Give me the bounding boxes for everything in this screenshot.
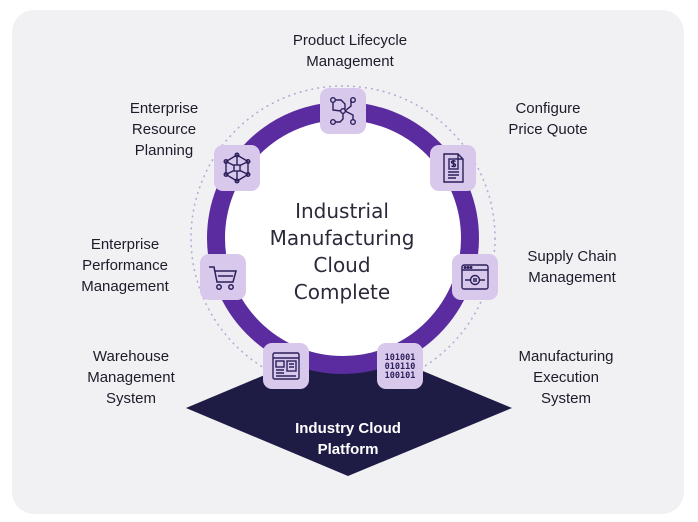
node-enterprise-resource-planning[interactable] [214, 145, 260, 191]
svg-text:101001: 101001 [385, 353, 416, 363]
center-title-line: Complete [293, 280, 391, 304]
node-warehouse-management-system[interactable] [263, 343, 309, 389]
svg-text:100101: 100101 [385, 371, 416, 381]
node-label-mes: Manufacturing Execution System [500, 346, 632, 409]
center-title-line: Industrial [295, 199, 389, 223]
node-manufacturing-execution-system[interactable]: 101001 010110 100101 [377, 343, 423, 389]
center-title-line: Manufacturing [269, 226, 415, 250]
node-supply-chain-management[interactable] [452, 254, 498, 300]
platform-label-line: Industry Cloud [295, 420, 401, 437]
binary-code-icon: 101001 010110 100101 [385, 353, 416, 381]
node-label-line: Manufacturing [518, 348, 614, 365]
node-label-erp: Enterprise Resource Planning [106, 98, 222, 161]
node-label-plm: Product Lifecycle Management [262, 30, 438, 72]
node-product-lifecycle-management[interactable] [320, 88, 366, 134]
node-label-line: Management [87, 369, 175, 386]
node-label-line: Price Quote [508, 121, 588, 138]
node-label-line: Management [81, 278, 169, 295]
network-hexagon-icon [223, 152, 251, 184]
node-label-line: Enterprise [90, 236, 160, 253]
center-title-line: Cloud [313, 253, 371, 277]
node-label-line: Execution [533, 369, 599, 386]
node-label-line: Management [528, 269, 616, 286]
node-label-line: Supply Chain [527, 248, 617, 265]
node-label-line: Resource [131, 121, 197, 138]
node-label-line: Enterprise [129, 100, 199, 117]
node-label-line: Planning [134, 142, 194, 159]
platform-label-line: Platform [317, 441, 379, 458]
node-label-line: Product Lifecycle [292, 32, 408, 49]
node-label-line: System [540, 390, 591, 407]
node-label-line: System [105, 390, 156, 407]
browser-flow-icon [461, 264, 489, 290]
svg-text:010110: 010110 [385, 362, 416, 372]
node-label-wms: Warehouse Management System [58, 346, 204, 409]
platform-label: Industry Cloud Platform [268, 418, 428, 460]
node-configure-price-quote[interactable] [430, 145, 476, 191]
node-label-line: Warehouse [92, 348, 170, 365]
dotted-outer-ring [190, 85, 496, 391]
node-label-scm: Supply Chain Management [512, 246, 632, 288]
shopping-cart-icon [209, 266, 237, 290]
node-label-epm: Enterprise Performance Management [50, 234, 200, 297]
invoice-dollar-icon [443, 153, 464, 183]
center-title: Industrial Manufacturing Cloud Complete [262, 198, 422, 306]
circuit-icon [329, 96, 357, 126]
node-label-line: Management [306, 53, 394, 70]
node-label-line: Performance [82, 257, 168, 274]
node-label-cpq: Configure Price Quote [488, 98, 608, 140]
node-enterprise-performance-management[interactable] [200, 254, 246, 300]
dashboard-window-icon [272, 352, 300, 380]
node-label-line: Configure [515, 100, 581, 117]
